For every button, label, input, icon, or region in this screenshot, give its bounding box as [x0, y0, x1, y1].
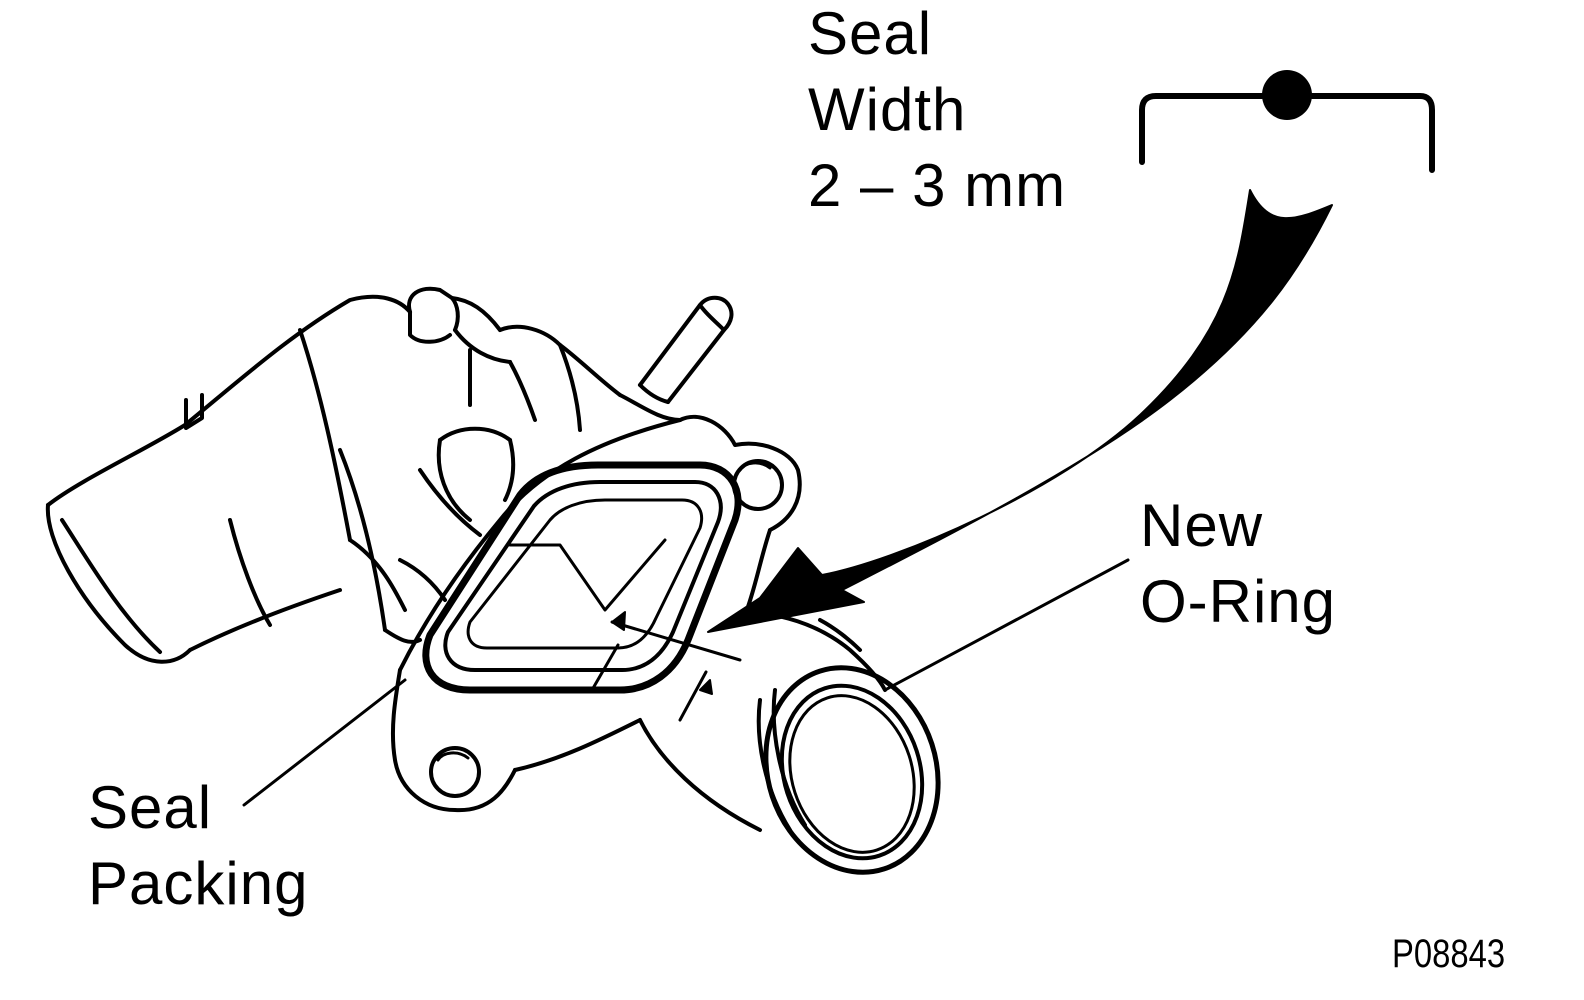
seal-width-line1: Seal — [808, 0, 933, 67]
top-nipple — [638, 295, 734, 404]
left-pipe — [45, 294, 412, 664]
housing-body — [338, 286, 682, 644]
seal-width-line3: 2 – 3 mm — [808, 152, 1067, 219]
new-o-ring-leader-line — [883, 558, 1130, 692]
seal-packing-label: Seal Packing — [88, 770, 308, 922]
new-o-ring-line2: O-Ring — [1140, 568, 1337, 635]
seal-packing-gasket — [422, 461, 742, 694]
figure-code: P08843 — [1392, 932, 1506, 976]
seal-packing-leader-line — [242, 678, 407, 807]
seal-width-bracket — [1139, 70, 1435, 173]
seal-width-line2: Width — [808, 76, 967, 143]
seal-width-label: Seal Width 2 – 3 mm — [808, 0, 1066, 224]
new-o-ring-line1: New — [1140, 492, 1264, 559]
seal-packing-line2: Packing — [88, 850, 309, 917]
new-o-ring-label: New O-Ring — [1140, 488, 1336, 640]
pointer-arrow — [707, 189, 1333, 633]
sealant-bead-icon — [1262, 70, 1312, 120]
seal-packing-line1: Seal — [88, 774, 213, 841]
outlet-pipe — [590, 611, 941, 875]
